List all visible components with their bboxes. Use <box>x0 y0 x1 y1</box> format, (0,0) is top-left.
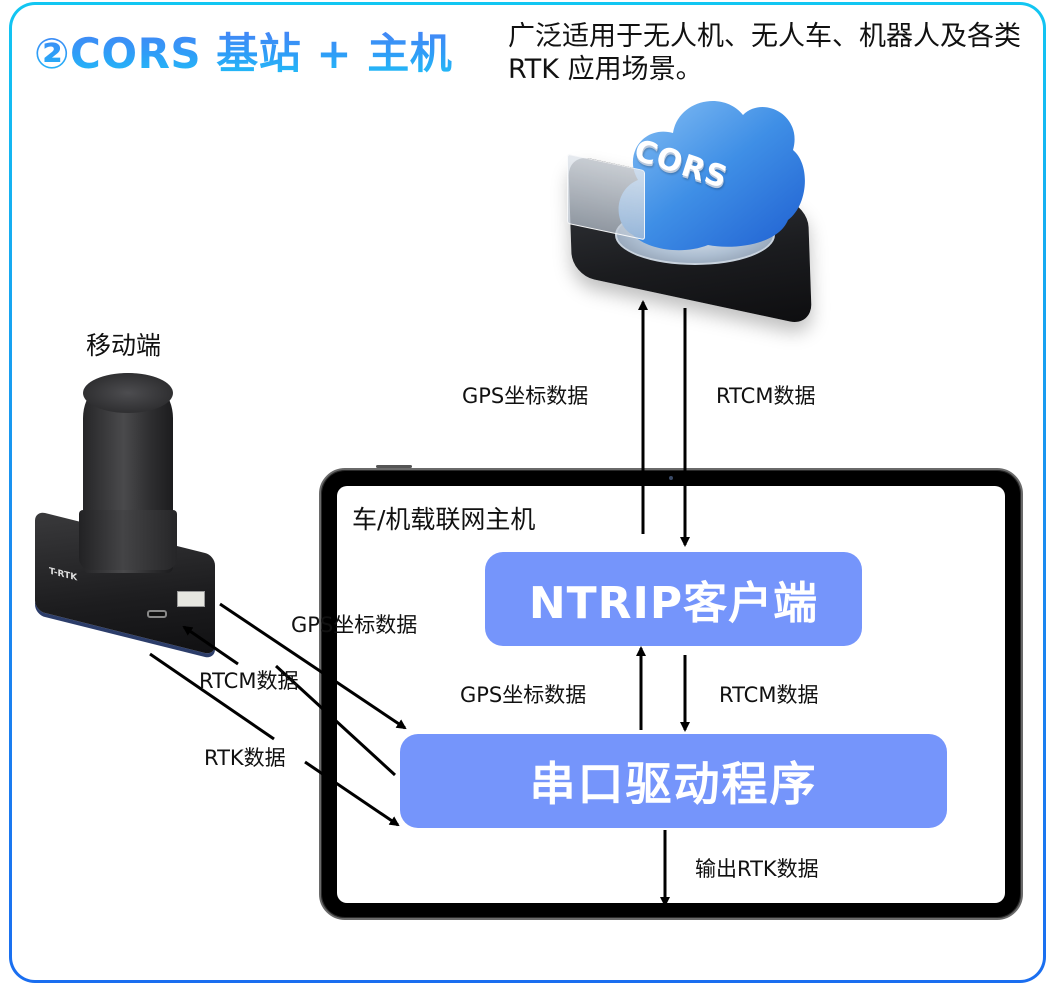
label-output: 输出RTK数据 <box>695 857 819 881</box>
mobile-label: 移动端 <box>86 331 162 360</box>
label-host-to-cors: GPS坐标数据 <box>462 384 589 408</box>
label-mobile-gps: GPS坐标数据 <box>291 613 418 637</box>
subtitle: 广泛适用于无人机、无人车、机器人及各类 RTK 应用场景。 <box>508 21 1021 85</box>
side-button <box>376 465 412 468</box>
rtk-device: T-RTK <box>35 365 225 656</box>
cloud-icon <box>618 101 805 251</box>
connector-icon <box>177 591 205 607</box>
host-label: 车/机载联网主机 <box>352 505 536 534</box>
label-cors-to-host: RTCM数据 <box>716 384 816 408</box>
antenna-collar <box>79 510 177 570</box>
cors-cloud-station: CORS <box>555 85 825 327</box>
ntrip-client-box: NTRIP客户端 <box>485 552 862 646</box>
camera-icon <box>669 476 673 480</box>
label-mobile-rtk: RTK数据 <box>204 746 286 770</box>
ntrip-client-label: NTRIP客户端 <box>528 578 819 629</box>
host-screen <box>337 486 1005 903</box>
serial-driver-box: 串口驱动程序 <box>400 734 947 828</box>
usb-port-icon <box>147 610 167 618</box>
page-title: ②CORS 基站 + 主机 <box>34 20 452 81</box>
label-ntrip-to-driver: RTCM数据 <box>719 683 819 707</box>
label-mobile-rtcm: RTCM数据 <box>199 669 299 693</box>
label-driver-to-ntrip: GPS坐标数据 <box>460 683 587 707</box>
serial-driver-label: 串口驱动程序 <box>529 757 818 811</box>
